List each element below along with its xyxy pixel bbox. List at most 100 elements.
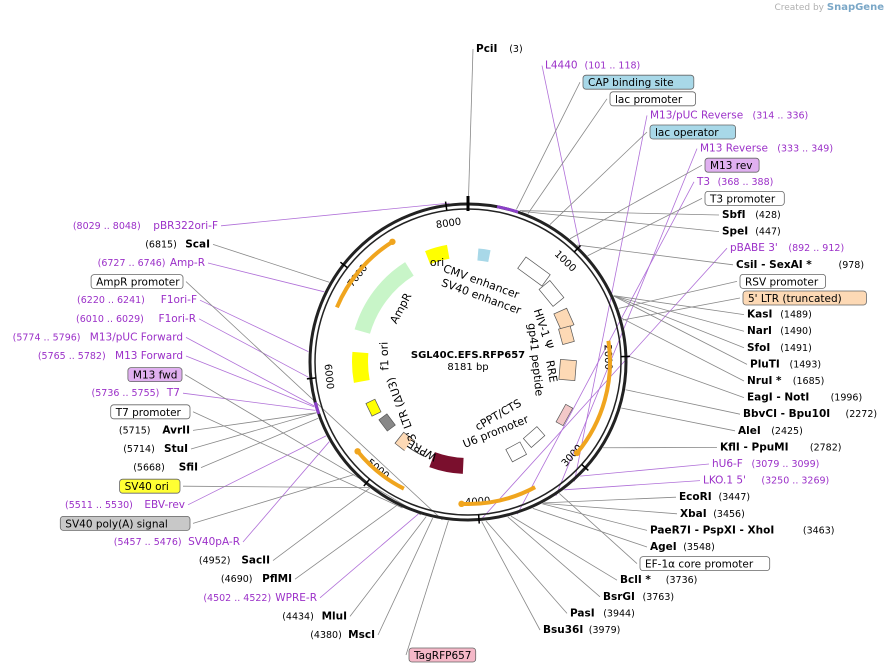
enzyme-label: BbvCI - Bpu10I(2272) [743, 408, 877, 420]
feature-label: EF-1α core promoter [639, 556, 771, 571]
orange-arc [575, 340, 612, 455]
site-name: NruI * [747, 375, 782, 387]
site-name: EagI - NotI [747, 392, 809, 404]
map-labels: PciI(3)L4440(101 .. 118)CAP binding site… [13, 43, 877, 663]
primer-label: pBABE 3'(892 .. 912) [730, 242, 844, 254]
leader-line [377, 517, 434, 636]
leader-line [198, 318, 309, 378]
inner-feature-label: f1 ori [378, 342, 392, 371]
feature-label-text: 5' LTR (truncated) [748, 293, 842, 305]
leader-line [613, 295, 745, 315]
leader-line [622, 297, 741, 321]
leader-line [542, 502, 678, 515]
primer-label: L4440(101 .. 118) [545, 60, 640, 72]
feature-label-box [639, 556, 771, 571]
site-name: NarI [747, 325, 772, 337]
site-name: PaeR7I - PspXI - XhoI [650, 524, 774, 536]
site-name: AvrII [162, 424, 190, 436]
site-position: (333 .. 349) [777, 144, 833, 155]
plasmid-size: 8181 bp [447, 362, 488, 373]
enzyme-label: NarI(1490) [747, 325, 812, 337]
tagrfp-arrow [429, 452, 464, 474]
enzyme-label: SpeI(447) [722, 226, 781, 238]
site-position: (3944) [603, 608, 635, 619]
orange-arc [335, 240, 394, 309]
site-name: PciI [476, 43, 497, 55]
site-position: (5668) [133, 463, 165, 474]
orange-arc [461, 485, 537, 507]
primer-label: LKO.1 5'(3250 .. 3269) [703, 475, 829, 487]
enzyme-label: PaeR7I - PspXI - XhoI(3463) [650, 524, 834, 536]
site-name: pBR322ori-F [153, 220, 218, 232]
site-name: StuI [164, 443, 188, 455]
leader-line [207, 262, 325, 293]
site-position: (2272) [846, 409, 878, 420]
enzyme-label: AvrII(5715) [119, 424, 190, 436]
site-position: (2425) [771, 426, 803, 437]
site-position: (4690) [221, 574, 253, 585]
primer-label: M13/pUC Forward(5774 .. 5796) [13, 331, 183, 343]
feature-label-box [408, 647, 477, 663]
feature-label: SV40 ori [119, 478, 181, 494]
leader-line [478, 247, 728, 522]
site-position: (3548) [683, 542, 715, 553]
enzyme-label: Bsu36I(3979) [543, 624, 620, 636]
feature-label-text: lac promoter [615, 94, 683, 106]
enzyme-label: AgeI(3548) [650, 541, 715, 553]
feature-label-box [90, 274, 184, 290]
site-name: F1ori-F [161, 294, 197, 306]
site-position: (368 .. 388) [718, 177, 774, 188]
feature-label-box [119, 478, 181, 494]
leader-line [192, 412, 317, 431]
site-position: (6815) [145, 239, 177, 250]
enzyme-label: StuI(5714) [123, 443, 188, 455]
leader-line [555, 148, 698, 496]
primer-label: pBR322ori-F(8029 .. 8048) [73, 220, 218, 232]
orange-arc-head [389, 238, 396, 245]
leader-line [613, 295, 748, 365]
site-position: (3763) [643, 592, 675, 603]
site-name: SacII [241, 555, 270, 567]
scale-tick [306, 377, 316, 380]
leader-line [481, 521, 541, 631]
inner-feature-label: AmpR [387, 290, 414, 325]
leader-line [405, 520, 449, 656]
ori-arrow [425, 244, 450, 265]
enzyme-label: EagI - NotI(1996) [747, 392, 862, 404]
leader-line [220, 202, 450, 227]
leader-line [621, 317, 745, 382]
site-position: (2782) [810, 442, 842, 453]
orange-arc-head [354, 448, 361, 455]
site-name: SpeI [722, 226, 748, 238]
site-name: SfoI [747, 342, 770, 354]
primer-label: SV40pA-R(5457 .. 5476) [114, 536, 240, 548]
leader-line [569, 164, 703, 240]
leader-line [185, 355, 315, 408]
scale-tick [363, 478, 371, 487]
feature-label-text: M13 rev [710, 160, 753, 172]
site-position: (6727 .. 6746) [98, 258, 166, 269]
feature-label: AmpR promoter [90, 274, 184, 290]
rre-block [558, 359, 577, 382]
sv40-enhancer-block [538, 280, 565, 307]
site-position: (1493) [790, 359, 822, 370]
feature-label-text: TagRFP657 [413, 650, 471, 662]
leader-line [200, 417, 319, 468]
site-position: (428) [755, 210, 781, 221]
leader-line [192, 411, 403, 509]
enzyme-label: PflMI(4690) [221, 573, 292, 585]
site-name: BclI * [620, 574, 651, 586]
leader-line [199, 299, 309, 353]
enzyme-label: EcoRI(3447) [679, 491, 750, 503]
feature-label-text: T3 promoter [709, 193, 776, 205]
leader-line [182, 485, 369, 489]
site-name: M13/pUC Forward [90, 331, 183, 343]
primer-label: M13/pUC Reverse(314 .. 336) [650, 109, 808, 121]
site-name: MscI [348, 629, 375, 641]
enzyme-label: AleI(2425) [738, 425, 803, 437]
leader-line [527, 98, 608, 214]
leader-line [613, 295, 745, 332]
site-name: LKO.1 5' [703, 475, 746, 487]
feature-label-box [127, 367, 183, 383]
